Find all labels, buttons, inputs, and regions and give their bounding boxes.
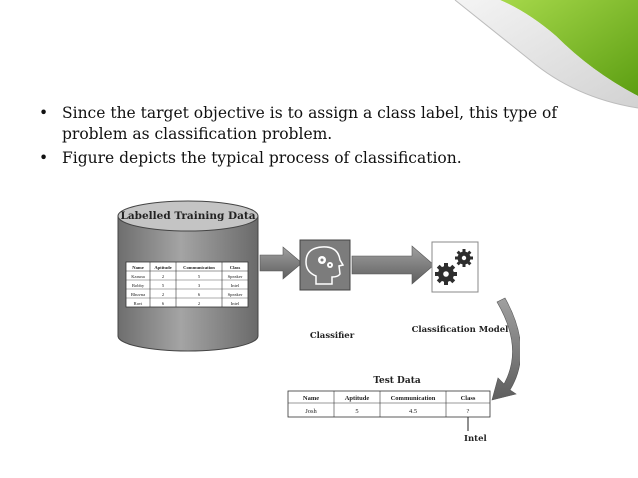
test-data-label: Test Data	[373, 376, 421, 386]
test-table: Name Aptitude Communication Class Josh 5…	[287, 390, 491, 418]
training-cell: 2	[162, 274, 165, 279]
test-cell: Josh	[305, 408, 317, 415]
training-cell: 5	[198, 274, 201, 279]
classifier-to-model-arrow	[351, 245, 435, 285]
training-cell: 2	[162, 292, 165, 297]
result-label: Intel	[464, 434, 487, 444]
classification-model-icon	[431, 241, 479, 293]
training-cell: 3	[198, 283, 201, 288]
test-header-cell: Communication	[391, 395, 436, 402]
test-cell: ?	[467, 408, 470, 415]
bullet-item: • Since the target objective is to assig…	[36, 103, 606, 145]
training-cell: 6	[162, 301, 165, 306]
training-to-classifier-arrow	[259, 246, 303, 280]
test-header-cell: Name	[303, 395, 319, 402]
bullet-marker: •	[39, 149, 49, 167]
test-cell: 5	[355, 408, 358, 415]
training-cell: Speaker	[228, 274, 243, 279]
classifier-label: Classifier	[310, 331, 355, 341]
test-cell: 4.5	[409, 408, 417, 415]
training-cell: Bhuvna	[131, 292, 145, 297]
training-header-cell: Communication	[183, 265, 215, 270]
database-label: Labelled Training Data	[120, 210, 255, 222]
training-cell: 5	[162, 283, 165, 288]
training-cell: Ravi	[134, 301, 143, 306]
bullet-item: • Figure depicts the typical process of …	[36, 148, 606, 169]
training-cell: Bobby	[132, 283, 145, 288]
test-header-cell: Class	[461, 395, 476, 402]
model-to-test-arrow	[491, 297, 520, 401]
training-header-cell: Class	[230, 265, 241, 270]
training-cell: Speaker	[228, 292, 243, 297]
training-cell: Intel	[231, 283, 240, 288]
bullet-text: Since the target objective is to assign …	[62, 104, 558, 143]
training-header-cell: Name	[132, 265, 143, 270]
classification-model-label: Classification Model	[412, 325, 510, 335]
test-header-cell: Aptitude	[345, 395, 370, 402]
training-table: Name Aptitude Communication Class Karuna…	[125, 261, 249, 308]
training-cell: 2	[198, 301, 201, 306]
training-cell: 6	[198, 292, 201, 297]
bullet-marker: •	[39, 104, 49, 122]
classification-process-diagram: Labelled Training Data Name Aptitude Com…	[117, 200, 520, 444]
classifier-icon	[299, 239, 351, 291]
bullet-list: • Since the target objective is to assig…	[36, 103, 606, 172]
training-header-cell: Aptitude	[154, 265, 171, 270]
training-cell: Intel	[231, 301, 240, 306]
training-cell: Karuna	[131, 274, 145, 279]
bullet-text: Figure depicts the typical process of cl…	[62, 149, 462, 167]
